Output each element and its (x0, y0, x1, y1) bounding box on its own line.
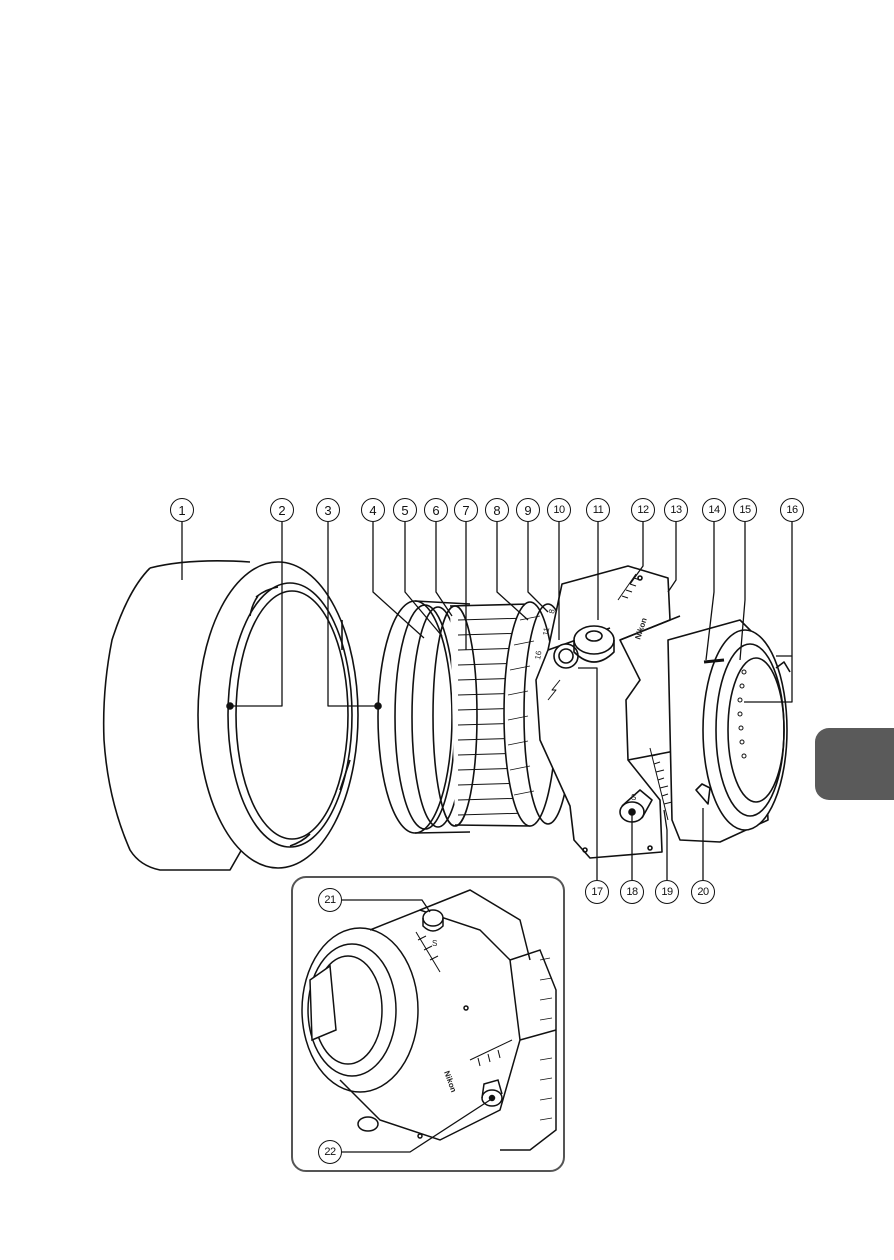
rear-mount (668, 620, 790, 842)
inset-box: S Nikon (292, 877, 564, 1171)
aperture-mark-11: 11 (541, 626, 551, 636)
section-thumb-tab (815, 728, 894, 800)
callout-3: 3 (316, 498, 340, 522)
callout-6: 6 (424, 498, 448, 522)
callout-20: 20 (691, 880, 715, 904)
callout-22: 22 (318, 1140, 342, 1164)
callout-16: 16 (780, 498, 804, 522)
callout-4: 4 (361, 498, 385, 522)
callout-21: 21 (318, 888, 342, 912)
callout-7: 7 (454, 498, 478, 522)
callout-12: 12 (631, 498, 655, 522)
callout-8: 8 (485, 498, 509, 522)
callout-5: 5 (393, 498, 417, 522)
lens-hood (104, 561, 358, 870)
inset-scale-s-marking: S (432, 939, 437, 948)
callout-11: 11 (586, 498, 610, 522)
callout-17: 17 (585, 880, 609, 904)
scale-s-marking: S (631, 793, 636, 802)
callout-18: 18 (620, 880, 644, 904)
callout-1: 1 (170, 498, 194, 522)
callout-19: 19 (655, 880, 679, 904)
callout-13: 13 (664, 498, 688, 522)
callout-9: 9 (516, 498, 540, 522)
callout-14: 14 (702, 498, 726, 522)
callout-10: 10 (547, 498, 571, 522)
callout-15: 15 (733, 498, 757, 522)
callout-2: 2 (270, 498, 294, 522)
